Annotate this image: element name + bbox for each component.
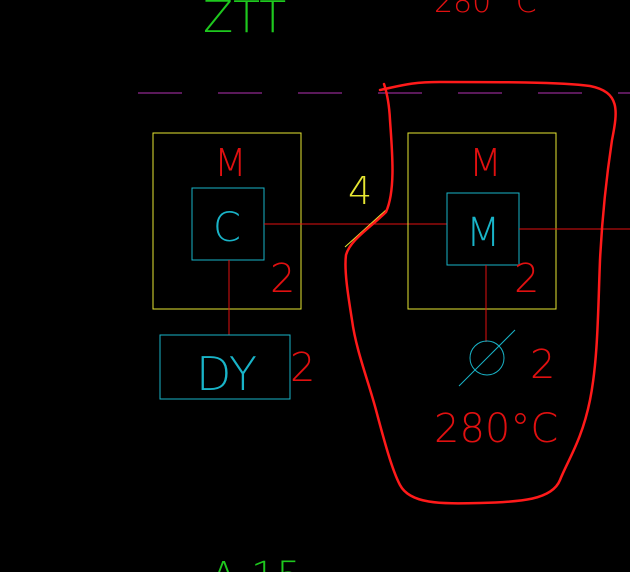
dy-unit[interactable]: DY 2	[159, 334, 315, 401]
left-inner-label: C	[213, 205, 241, 251]
right-outer-box	[407, 132, 557, 310]
left-outer-label: M	[214, 141, 247, 185]
top-temperature-label: 280 °C	[434, 0, 537, 20]
left-unit-qty: 2	[270, 256, 295, 302]
left-outer-box	[152, 132, 302, 310]
right-unit[interactable]: M M 2	[407, 132, 557, 310]
sensor-temperature: 280°C	[434, 406, 558, 452]
sensor-qty: 2	[530, 342, 555, 388]
link-number: 4	[348, 169, 372, 213]
left-unit[interactable]: M C 2	[152, 132, 302, 310]
dy-qty: 2	[290, 345, 315, 391]
temperature-sensor-icon[interactable]	[458, 329, 516, 387]
sensor-slash	[458, 329, 516, 387]
dy-box	[159, 334, 291, 400]
bottom-tag-label: A-15	[210, 554, 302, 572]
dy-label: DY	[196, 347, 257, 401]
top-tag-label: ZTT	[203, 0, 286, 43]
right-unit-qty: 2	[514, 256, 539, 302]
red-markup-outline	[344, 80, 617, 505]
right-outer-label: M	[469, 141, 502, 185]
sensor-circle	[469, 340, 505, 376]
link-tick-mark	[344, 209, 387, 248]
right-inner-label: M	[466, 210, 501, 256]
